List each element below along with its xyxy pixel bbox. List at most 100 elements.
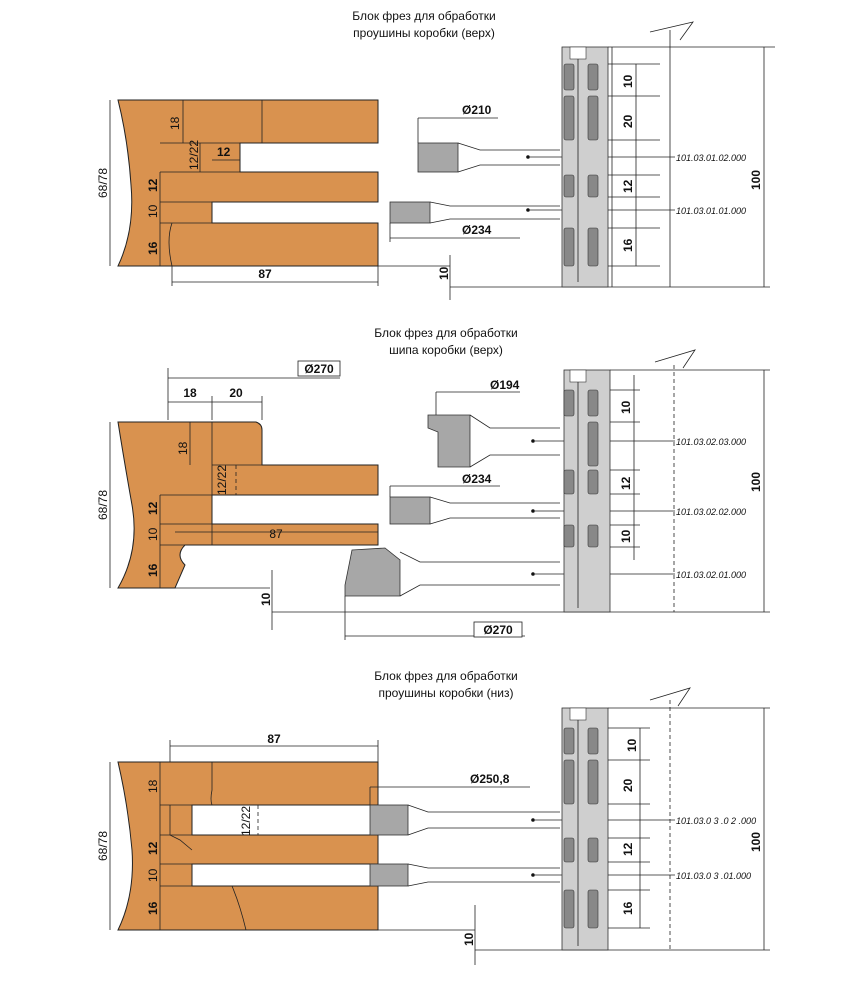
- block-1-cutter-top-body: [457, 142, 560, 173]
- block-3-cutter-bottom-body: [407, 863, 560, 887]
- block-1-groove-edge: [168, 222, 173, 267]
- block-2-dim-18: 18: [183, 386, 197, 400]
- block-1-title-line-2: проушины коробки (верх): [353, 26, 495, 40]
- block-1-ring: [563, 227, 575, 267]
- block-2-dim-10-bottom: 10: [259, 592, 273, 606]
- block-1: Блок фрез для обработки проушины коробки…: [96, 9, 775, 300]
- block-1-dim-12: 12: [146, 178, 160, 192]
- block-2-dia-194: Ø194: [490, 378, 520, 392]
- block-1-code-2: 101.03.01.01.000: [676, 206, 746, 216]
- block-3-ring: [587, 837, 599, 863]
- block-3-dia-250: Ø250,8: [470, 772, 510, 786]
- block-2-section-mark: [654, 349, 696, 369]
- block-1-cutter-bottom: [389, 201, 431, 224]
- block-3-sp-12: 12: [621, 842, 635, 856]
- block-3-wood-seam: [169, 805, 193, 851]
- block-1-sp-10: 10: [621, 74, 635, 88]
- block-3-ring: [587, 759, 599, 805]
- block-1-sp-16: 16: [621, 238, 635, 252]
- block-2-ring: [563, 524, 575, 548]
- block-3-ring: [587, 727, 599, 755]
- block-2-sp-12: 12: [619, 476, 633, 490]
- block-2-ring: [563, 469, 575, 495]
- block-1-dim-10: 10: [146, 204, 160, 218]
- block-2-dia-234: Ø234: [462, 472, 492, 486]
- block-1-dim-10-bottom: 10: [437, 266, 451, 280]
- block-2-dia-270-bottom: Ø270: [483, 623, 513, 637]
- block-1-center-mark: [526, 208, 530, 212]
- block-1-ring: [587, 174, 599, 198]
- block-3-dim-16: 16: [146, 901, 160, 915]
- block-2-dia-box-top: [297, 360, 341, 377]
- block-2-nut: [569, 369, 587, 383]
- block-2-center-mark: [531, 509, 535, 513]
- block-2-dia-box-bottom: [473, 621, 523, 638]
- block-2-title-line-1: Блок фрез для обработки: [374, 326, 517, 340]
- block-1-cutter-top: [417, 142, 459, 173]
- block-1-sp-20: 20: [621, 114, 635, 128]
- block-3-sp-100: 100: [749, 832, 763, 852]
- block-2-code-2: 101.03.02.02.000: [676, 507, 746, 517]
- block-2-dim-12-22: 12/22: [215, 465, 229, 495]
- block-2-code-1: 101.03.02.03.000: [676, 437, 746, 447]
- block-1-dim-16: 16: [146, 241, 160, 255]
- block-1-sp-12: 12: [621, 179, 635, 193]
- block-1-section-mark: [649, 21, 694, 41]
- block-1-dim-18: 18: [168, 116, 182, 130]
- block-1-code-1: 101.03.01.02.000: [676, 153, 746, 163]
- block-2-dim-18v: 18: [176, 441, 190, 455]
- block-2-ring: [587, 524, 599, 548]
- block-2-title-line-2: шипа коробки (верх): [389, 343, 503, 357]
- block-3-wood-seam: [231, 885, 247, 931]
- block-2-ring: [563, 389, 575, 417]
- block-2-dim-20: 20: [229, 386, 243, 400]
- block-2-dim-87: 87: [269, 527, 283, 541]
- block-3-ring: [563, 889, 575, 929]
- block-3-wood-profile: [117, 761, 379, 931]
- block-3-code-2: 101.03.0 3 .01.000: [676, 871, 751, 881]
- block-3-cutter-top-body: [407, 804, 560, 836]
- block-3-sp-16: 16: [621, 901, 635, 915]
- block-1-ring: [587, 227, 599, 267]
- block-1-ring: [563, 63, 575, 91]
- block-2-sp-10: 10: [619, 400, 633, 414]
- block-1-sp-100: 100: [749, 170, 763, 190]
- block-1-dia-210: Ø210: [462, 103, 492, 117]
- block-2-cutter-top-body: [469, 414, 560, 468]
- block-2-dim-12: 12: [146, 501, 160, 515]
- block-3-dim-18: 18: [146, 779, 160, 793]
- block-2-code-3: 101.03.02.01.000: [676, 570, 746, 580]
- block-2-center-mark: [531, 572, 535, 576]
- block-1-dia-234: Ø234: [462, 223, 492, 237]
- block-1-dim-12-top: 12: [217, 145, 231, 159]
- block-3-dim-87: 87: [267, 732, 281, 746]
- block-1-ring: [587, 63, 599, 91]
- block-1-title-line-1: Блок фрез для обработки: [352, 9, 495, 23]
- block-3-sp-20: 20: [621, 778, 635, 792]
- block-1-dim-thickness: 68/78: [96, 168, 110, 198]
- block-1-ring: [563, 174, 575, 198]
- block-3-ring: [563, 727, 575, 755]
- block-3-cutter-bottom: [369, 863, 409, 887]
- block-2-wood-profile: [117, 421, 379, 589]
- block-3-dim-10: 10: [146, 868, 160, 882]
- block-3-title-line-2: проушины коробки (низ): [378, 686, 513, 700]
- block-3-title-line-1: Блок фрез для обработки: [374, 669, 517, 683]
- block-2-cutter-middle: [389, 496, 431, 525]
- block-3-wood-seam: [210, 762, 213, 806]
- block-1-dim-87: 87: [258, 267, 272, 281]
- block-2-ring: [587, 469, 599, 495]
- block-3-dim-12-22: 12/22: [239, 806, 253, 836]
- block-3-sp-10: 10: [625, 738, 639, 752]
- block-3-ring: [587, 889, 599, 929]
- block-2-cutter-middle-body: [429, 496, 560, 525]
- block-1-center-mark: [526, 155, 530, 159]
- block-1-cutter-bottom-body: [429, 201, 560, 224]
- block-3-ring: [563, 759, 575, 805]
- block-3-dim-12: 12: [146, 841, 160, 855]
- block-3-center-mark: [531, 873, 535, 877]
- block-2-dim-thickness: 68/78: [96, 490, 110, 520]
- block-2-sp-10b: 10: [619, 529, 633, 543]
- block-2-dim-10: 10: [146, 527, 160, 541]
